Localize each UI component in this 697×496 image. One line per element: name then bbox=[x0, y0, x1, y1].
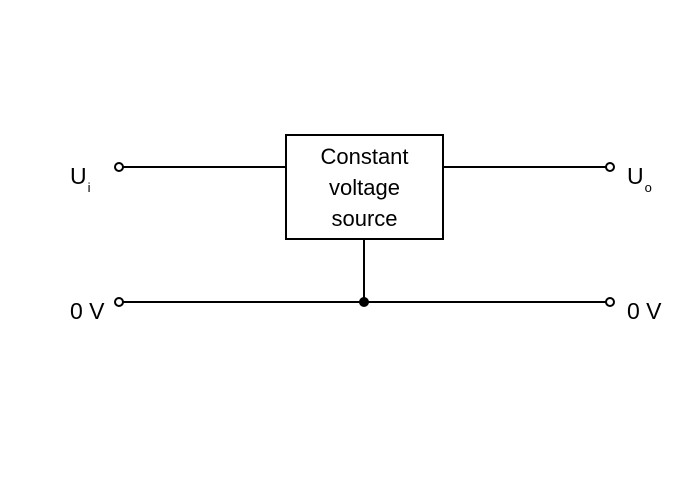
input-voltage-subscript: i bbox=[87, 180, 91, 195]
output-voltage-label: Uo bbox=[627, 163, 652, 195]
input-terminal bbox=[114, 162, 124, 172]
input-voltage-symbol: U bbox=[70, 163, 87, 189]
block-label-line1: Constant bbox=[320, 143, 409, 169]
ground-right-terminal bbox=[605, 297, 615, 307]
constant-voltage-source-block: Constant voltage source bbox=[285, 134, 444, 240]
ground-right-label: 0 V bbox=[627, 298, 662, 324]
ground-left-terminal bbox=[114, 297, 124, 307]
output-voltage-symbol: U bbox=[627, 163, 644, 189]
input-voltage-label: Ui bbox=[70, 163, 91, 195]
ground-left-label: 0 V bbox=[70, 298, 105, 324]
output-voltage-subscript: o bbox=[644, 180, 652, 195]
block-label-line3: source bbox=[331, 205, 398, 231]
block-label-line2: voltage bbox=[329, 174, 400, 200]
output-terminal bbox=[605, 162, 615, 172]
junction-dot bbox=[359, 297, 369, 307]
